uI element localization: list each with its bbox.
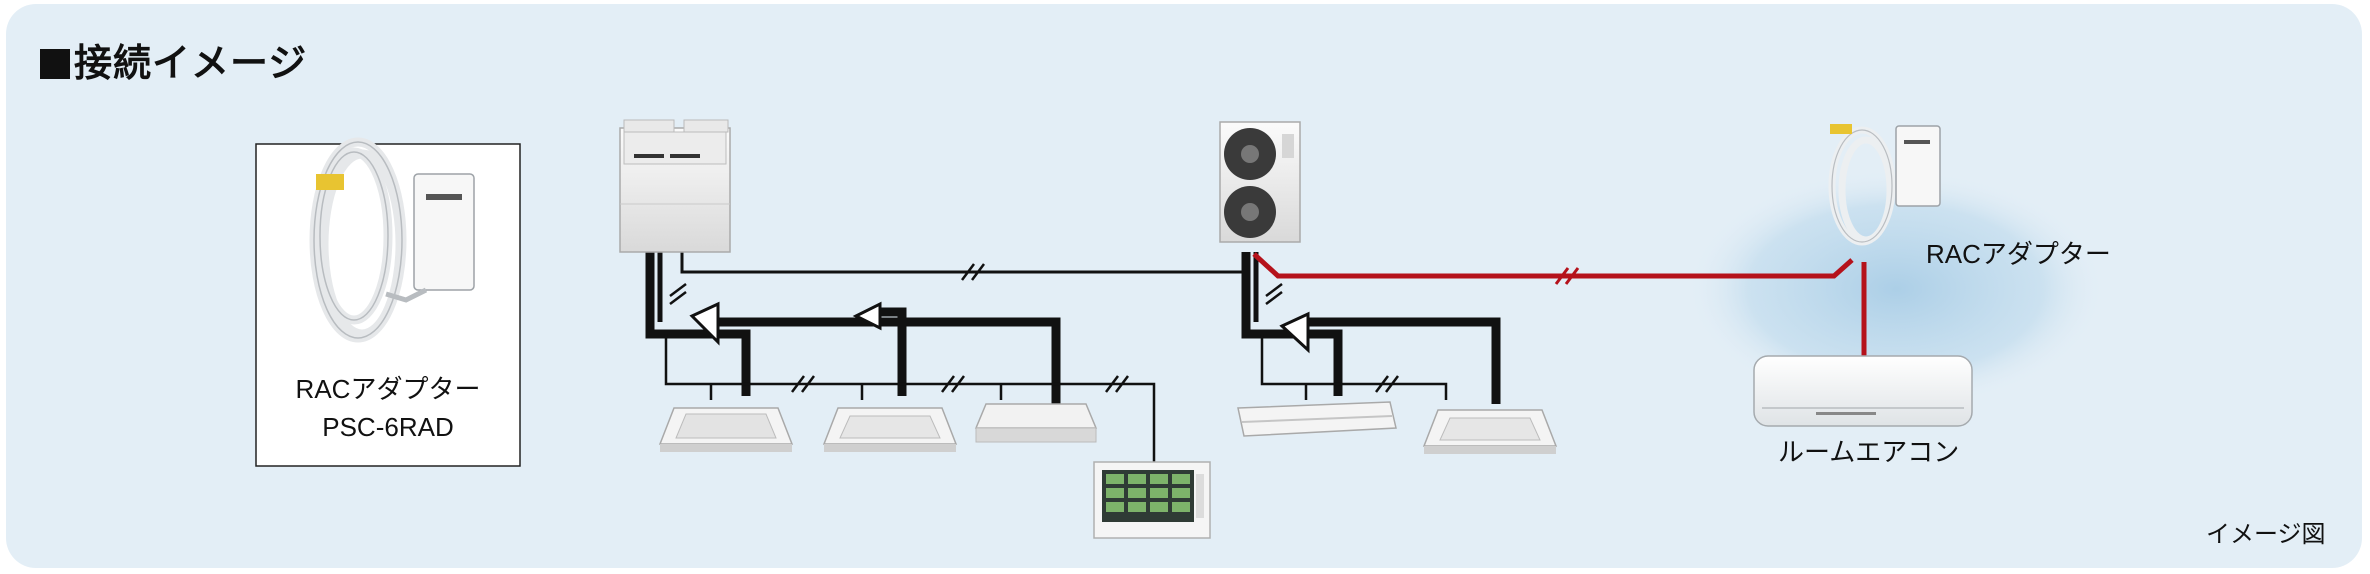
diagram-panel: 接続イメージ RACアダプター PSC-6RAD RACアダプター ルームエアコ… bbox=[6, 4, 2362, 568]
connection-diagram bbox=[255, 119, 2106, 539]
indoor-cassette-1 bbox=[658, 407, 794, 452]
rac-adapter-label: RACアダプター bbox=[1926, 239, 2111, 269]
room-air-conditioner bbox=[1753, 355, 1973, 427]
signal-glow bbox=[1686, 169, 2106, 409]
image-note: イメージ図 bbox=[2206, 521, 2326, 548]
square-bullet-icon bbox=[40, 49, 70, 79]
indoor-cassette-4 bbox=[1422, 409, 1558, 454]
branch-kits-1 bbox=[689, 301, 882, 346]
branch-kits-2 bbox=[1279, 311, 1310, 354]
title-text: 接続イメージ bbox=[74, 43, 308, 85]
adapter-name: RACアダプター bbox=[295, 374, 481, 404]
adapter-model: PSC-6RAD bbox=[322, 412, 454, 442]
central-controller bbox=[1093, 461, 1211, 539]
rac-link-line bbox=[1252, 252, 1867, 356]
break-marks-red bbox=[1554, 267, 1580, 285]
pipes-system-2 bbox=[1241, 252, 1501, 404]
page-title: 接続イメージ bbox=[40, 32, 307, 87]
break-marks-2 bbox=[1265, 283, 1399, 393]
indoor-cassette-3 bbox=[974, 403, 1098, 443]
indoor-ceiling-suspended bbox=[1237, 401, 1397, 437]
break-marks-1 bbox=[669, 263, 1129, 393]
adapter-product-box bbox=[255, 137, 521, 467]
room-ac-label: ルームエアコン bbox=[1778, 437, 1960, 467]
indoor-cassette-2 bbox=[822, 407, 958, 452]
rac-adapter-device bbox=[1828, 124, 1941, 246]
outdoor-unit-1 bbox=[619, 119, 731, 253]
adapter-box-label: RACアダプター PSC-6RAD bbox=[268, 370, 508, 446]
outdoor-unit-2 bbox=[1219, 121, 1301, 243]
